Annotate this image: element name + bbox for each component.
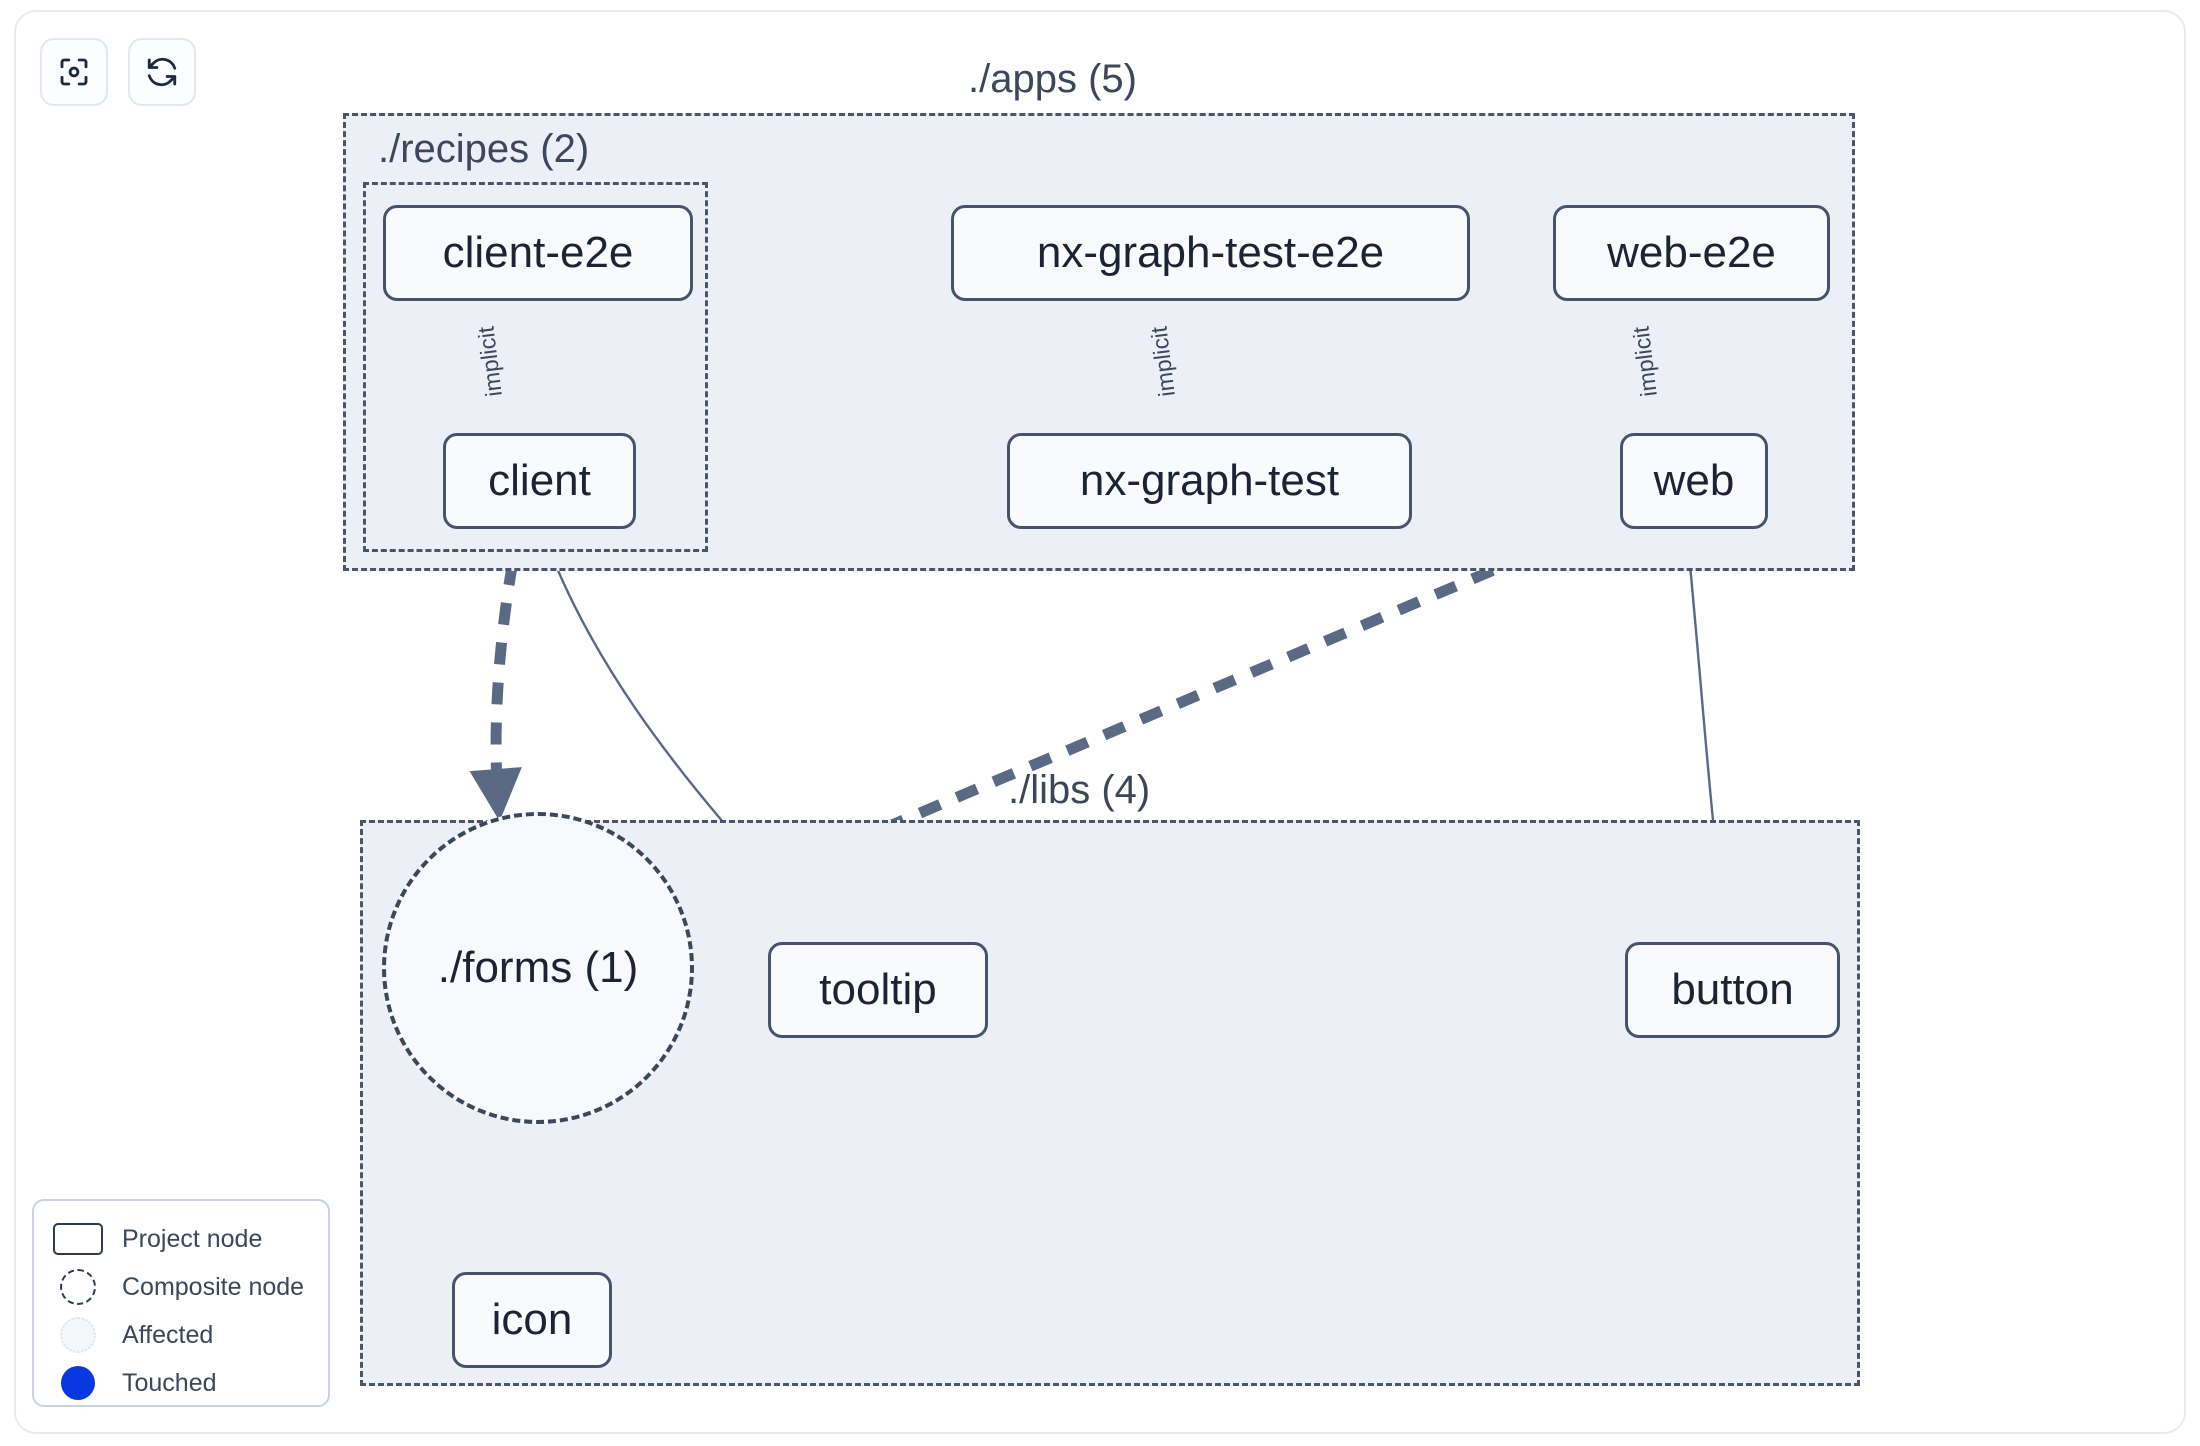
node-icon[interactable]: icon [452,1272,612,1368]
node-tooltip[interactable]: tooltip [768,942,988,1038]
node-label-button: button [1671,965,1794,1014]
project-node-swatch [50,1223,106,1255]
node-nx-graph-test[interactable]: nx-graph-test [1007,433,1412,529]
legend-label-affected: Affected [122,1320,214,1349]
node-forms-composite[interactable]: ./forms (1) [382,812,694,1124]
graph-toolbar [40,38,196,106]
refresh-icon [144,54,180,90]
legend-label-project-node: Project node [122,1224,263,1253]
group-label-recipes: ./recipes (2) [378,127,590,171]
node-label-icon: icon [491,1295,573,1344]
node-client[interactable]: client [443,433,636,529]
group-label-apps: ./apps (5) [968,57,1137,101]
refresh-graph-button[interactable] [128,38,196,106]
composite-node-swatch [50,1269,106,1305]
legend-item-composite-node: Composite node [50,1263,312,1311]
node-nx-graph-test-e2e[interactable]: nx-graph-test-e2e [951,205,1470,301]
legend-label-composite-node: Composite node [122,1272,305,1301]
node-label-nx-graph-test: nx-graph-test [1079,456,1340,505]
node-label-client: client [488,456,591,505]
node-label-web: web [1653,456,1735,505]
node-label-client-e2e: client-e2e [442,228,634,277]
legend-item-touched: Touched [50,1359,312,1407]
node-client-e2e[interactable]: client-e2e [383,205,693,301]
node-web-e2e[interactable]: web-e2e [1553,205,1830,301]
node-button[interactable]: button [1625,942,1840,1038]
legend-item-project-node: Project node [50,1215,312,1263]
node-label-tooltip: tooltip [819,965,937,1014]
group-label-libs: ./libs (4) [1008,768,1151,812]
graph-legend: Project node Composite node Affected Tou… [32,1199,330,1407]
node-label-forms: ./forms (1) [437,943,639,992]
focus-graph-button[interactable] [40,38,108,106]
focus-target-icon [56,54,92,90]
affected-swatch [50,1317,106,1353]
touched-swatch [50,1366,106,1400]
node-label-nx-graph-test-e2e: nx-graph-test-e2e [1036,228,1385,277]
legend-item-affected: Affected [50,1311,312,1359]
node-label-web-e2e: web-e2e [1607,228,1776,277]
node-web[interactable]: web [1620,433,1768,529]
legend-label-touched: Touched [122,1368,217,1397]
